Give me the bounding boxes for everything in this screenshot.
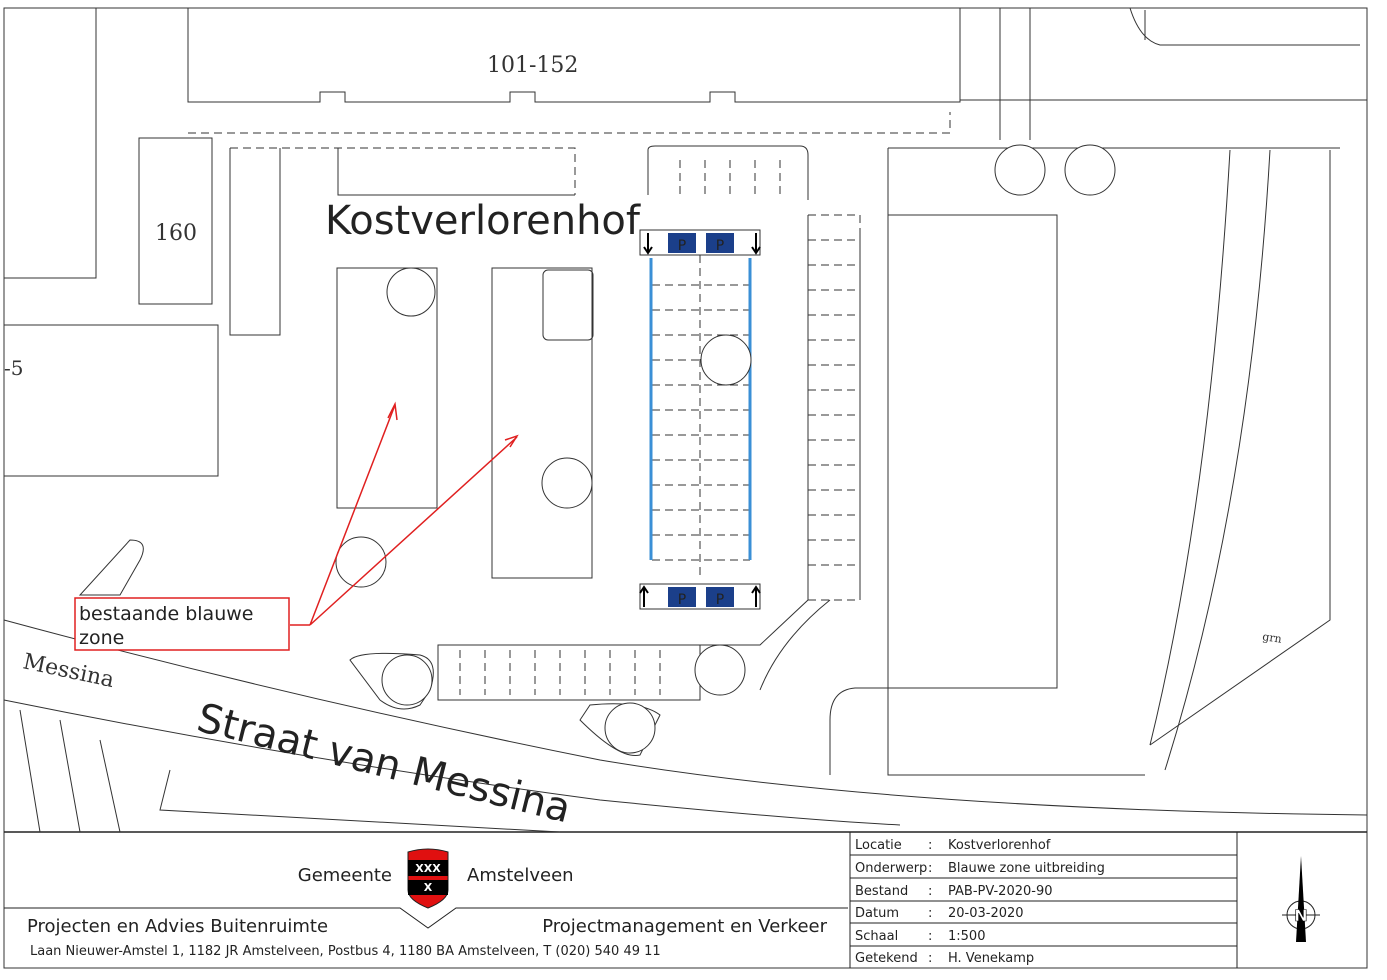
field-value-scale: 1:500 [948, 929, 985, 944]
info-fields: Locatie : Kostverlorenhof Onderwerp : Bl… [855, 838, 1105, 966]
title-block-lines [4, 832, 1238, 968]
parking-sign-p: P [678, 592, 686, 608]
field-label: Datum [855, 906, 899, 921]
field-label: Schaal [855, 929, 898, 944]
street-label-small: Messina [21, 649, 117, 693]
field-value-location: Kostverlorenhof [948, 838, 1051, 853]
field-label: Getekend [855, 951, 918, 966]
field-label: Onderwerp [855, 861, 927, 876]
field-sep: : [928, 929, 932, 944]
field-value-file: PAB-PV-2020-90 [948, 884, 1053, 899]
north-arrow-icon: N [1282, 856, 1320, 942]
org-name-right: Amstelveen [467, 865, 574, 886]
division: Projectmanagement en Verkeer [542, 916, 827, 937]
building-number-top: 101-152 [487, 53, 578, 78]
field-label: Bestand [855, 884, 908, 899]
department: Projecten en Advies Buitenruimte [27, 916, 328, 937]
parking-bays [336, 160, 858, 695]
field-sep: : [928, 884, 932, 899]
building-number-left: 160 [155, 221, 197, 246]
field-sep: : [928, 838, 932, 853]
north-label: N [1294, 906, 1307, 925]
callout: bestaande blauwe zone [74, 401, 519, 651]
location-title: Kostverlorenhof [325, 198, 641, 244]
field-value-subject: Blauwe zone uitbreiding [948, 861, 1105, 876]
map-frame [3, 7, 1368, 969]
field-value-drawn-by: H. Venekamp [948, 951, 1034, 966]
parking-signs: P P P P [639, 229, 761, 610]
green-label: grn [1262, 630, 1283, 646]
crest-letters: XXX X [415, 862, 441, 894]
field-label: Locatie [855, 838, 902, 853]
parking-sign-p: P [716, 238, 724, 254]
address: Laan Nieuwer-Amstel 1, 1182 JR Amstelvee… [30, 944, 661, 959]
callout-line-2: zone [79, 627, 124, 649]
org-name-left: Gemeente [298, 865, 392, 886]
field-sep: : [928, 906, 932, 921]
field-sep: : [928, 951, 932, 966]
field-value-date: 20-03-2020 [948, 906, 1024, 921]
field-sep: : [928, 861, 932, 876]
parking-sign-p: P [716, 592, 724, 608]
crest-logo [407, 848, 449, 909]
parking-sign-p: P [678, 238, 686, 254]
building-number-edge: -5 [4, 356, 23, 380]
trees [335, 144, 1116, 754]
street-label-main: Straat van Messina [193, 695, 576, 832]
callout-line-1: bestaande blauwe [79, 603, 253, 625]
paths-and-curbs [3, 8, 1368, 833]
buildings [4, 7, 1360, 776]
